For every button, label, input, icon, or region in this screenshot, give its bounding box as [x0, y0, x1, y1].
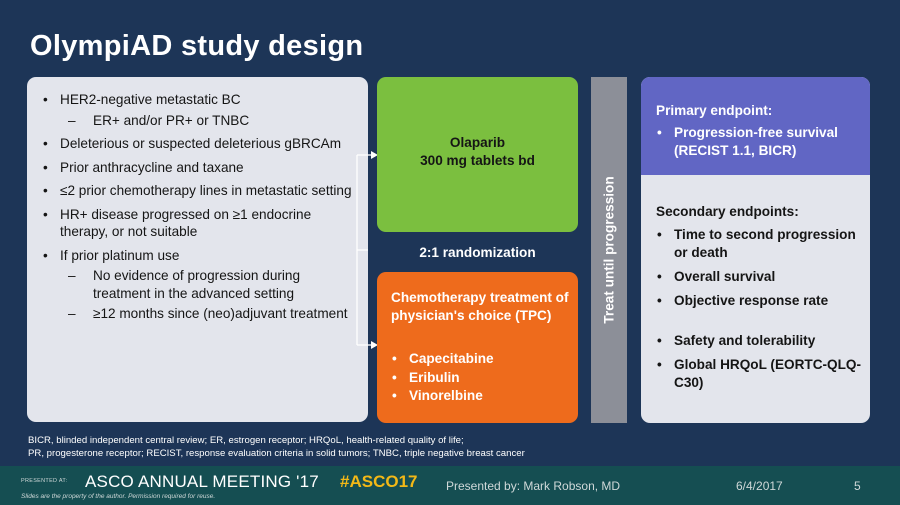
eligibility-subitem: ER+ and/or PR+ or TNBC — [41, 112, 356, 130]
tpc-drug-item: Vinorelbine — [391, 387, 494, 406]
eligibility-list: HER2-negative metastatic BC ER+ and/or P… — [27, 77, 368, 323]
olaparib-drug: Olaparib — [449, 135, 506, 150]
eligibility-item: ≤2 prior chemotherapy lines in metastati… — [41, 182, 356, 200]
reuse-disclaimer: Slides are the property of the author. P… — [21, 493, 216, 500]
olaparib-arm-label: Olaparib 300 mg tablets bd — [377, 134, 578, 170]
meeting-hashtag: #ASCO17 — [340, 472, 418, 491]
eligibility-item: HER2-negative metastatic BC — [41, 91, 356, 109]
eligibility-subitem: ≥12 months since (neo)adjuvant treatment — [41, 305, 356, 323]
secondary-endpoint-item: Objective response rate — [656, 292, 868, 310]
presenter: Presented by: Mark Robson, MD — [446, 479, 621, 493]
eligibility-item: HR+ disease progressed on ≥1 endocrine t… — [41, 206, 356, 241]
primary-endpoint-box: Primary endpoint: Progression-free survi… — [641, 77, 870, 175]
olaparib-arm-box: Olaparib 300 mg tablets bd — [377, 77, 578, 232]
eligibility-item: Prior anthracycline and taxane — [41, 159, 356, 177]
primary-endpoint-list: Progression-free survival (RECIST 1.1, B… — [656, 124, 866, 160]
secondary-endpoint-item: Overall survival — [656, 268, 868, 286]
slide-title: OlympiAD study design — [30, 30, 364, 62]
primary-endpoint-title: Primary endpoint: — [656, 103, 773, 118]
tpc-drug-list: Capecitabine Eribulin Vinorelbine — [391, 350, 494, 406]
treat-until-progression-bar — [591, 77, 627, 423]
eligibility-subitem: No evidence of progression during treatm… — [41, 267, 356, 302]
abbreviations-footnote: BICR, blinded independent central review… — [28, 434, 878, 460]
endpoints-panel: Primary endpoint: Progression-free survi… — [641, 77, 870, 423]
tpc-drug-item: Eribulin — [391, 369, 494, 388]
eligibility-item: Deleterious or suspected deleterious gBR… — [41, 135, 356, 153]
arrow-head-olaparib — [371, 151, 378, 159]
secondary-endpoint-item: Time to second progression or death — [656, 226, 868, 262]
presented-at-label: PRESENTED AT: — [21, 478, 68, 484]
eligibility-item: If prior platinum use — [41, 247, 356, 265]
primary-endpoint-item: Progression-free survival (RECIST 1.1, B… — [656, 124, 866, 160]
meeting-footer: PRESENTED AT: ASCO ANNUAL MEETING '17 #A… — [0, 466, 900, 505]
secondary-endpoints-list: Time to second progression or death Over… — [656, 226, 868, 398]
meeting-name: ASCO ANNUAL MEETING '17 — [85, 472, 319, 491]
secondary-endpoint-item: Global HRQoL (EORTC-QLQ-C30) — [656, 356, 868, 392]
slide-number: 5 — [854, 479, 861, 493]
eligibility-panel: HER2-negative metastatic BC ER+ and/or P… — [27, 77, 368, 422]
secondary-endpoint-item: Safety and tolerability — [656, 332, 868, 350]
olaparib-dose: 300 mg tablets bd — [420, 153, 535, 168]
tpc-arm-box: Chemotherapy treatment of physician's ch… — [377, 272, 578, 423]
presentation-date: 6/4/2017 — [736, 479, 783, 493]
secondary-endpoints-title: Secondary endpoints: — [656, 204, 799, 219]
footnote-line: BICR, blinded independent central review… — [28, 435, 464, 446]
treat-until-progression-label: Treat until progression — [601, 176, 617, 324]
arrow-head-tpc — [371, 341, 378, 349]
footnote-line: PR, progesterone receptor; RECIST, respo… — [28, 448, 525, 459]
tpc-drug-item: Capecitabine — [391, 350, 494, 369]
randomization-ratio: 2:1 randomization — [419, 245, 536, 260]
tpc-arm-heading: Chemotherapy treatment of physician's ch… — [391, 290, 569, 323]
